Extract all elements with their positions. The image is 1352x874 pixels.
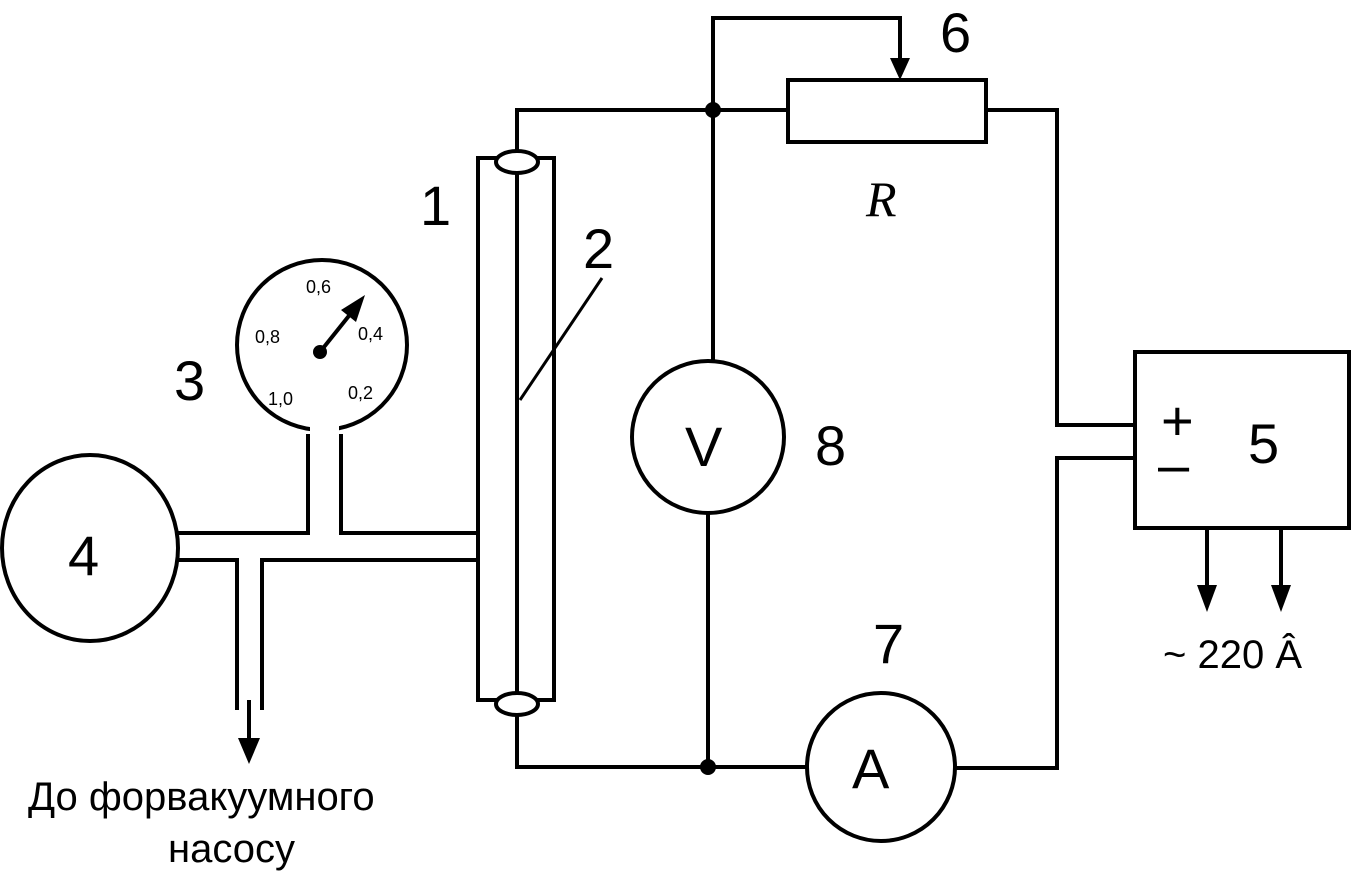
label-power-supply-number: 5 xyxy=(1248,412,1279,475)
gauge-scale-0-6: 0,6 xyxy=(306,277,331,297)
pipe-lower-wall-right xyxy=(260,558,478,710)
right-wire-bottom xyxy=(955,456,1135,770)
gauge-needle xyxy=(318,310,354,354)
label-ammeter-number: 7 xyxy=(873,612,904,675)
bottom-junction xyxy=(700,759,716,775)
mains-label: ~ 220 Â xyxy=(1163,632,1302,677)
right-wire-top xyxy=(986,108,1135,427)
rheostat-body xyxy=(786,78,988,144)
gauge-scale-0-8: 0,8 xyxy=(255,327,280,347)
power-minus-sign: – xyxy=(1158,433,1190,496)
rheostat-slider-arrow xyxy=(890,58,910,80)
pump-arrow-head xyxy=(238,738,260,764)
mains-arrow-left xyxy=(1197,585,1217,612)
gauge-scale-1-0: 1,0 xyxy=(268,389,293,409)
bottom-wire xyxy=(515,706,808,769)
pipe-upper-wall-right xyxy=(339,434,478,535)
filament-leader xyxy=(518,277,604,401)
ammeter-symbol: A xyxy=(852,737,890,800)
power-supply xyxy=(1133,350,1351,530)
ammeter xyxy=(805,691,957,843)
label-voltmeter-number: 8 xyxy=(815,414,846,477)
power-plus-sign: + xyxy=(1161,389,1194,452)
tube-bottom-seal xyxy=(494,691,540,717)
gauge-scale-0-4: 0,4 xyxy=(358,324,383,344)
gauge-needle-head xyxy=(341,295,365,322)
gauge-neck-mask xyxy=(310,425,339,439)
label-tube-number: 1 xyxy=(420,174,451,237)
label-gauge-number: 3 xyxy=(174,349,205,412)
pump-label-line2: насосу xyxy=(168,827,295,871)
rheostat-slider-wire xyxy=(711,16,902,110)
chamber xyxy=(0,453,180,643)
pipe-lower-wall-left xyxy=(175,558,239,710)
label-chamber-number: 4 xyxy=(68,524,99,587)
label-rheostat-number: 6 xyxy=(940,1,971,64)
gauge-scale-0-2: 0,2 xyxy=(348,383,373,403)
top-wire xyxy=(515,108,788,162)
label-filament-number: 2 xyxy=(583,217,614,280)
tube-top-seal xyxy=(494,149,540,175)
resistor-symbol: R xyxy=(865,171,897,227)
pump-label-line1: До форвакуумного xyxy=(28,775,375,819)
voltmeter-symbol: V xyxy=(685,415,723,478)
pipe-upper-wall xyxy=(175,434,310,535)
mains-arrow-right xyxy=(1271,585,1291,612)
